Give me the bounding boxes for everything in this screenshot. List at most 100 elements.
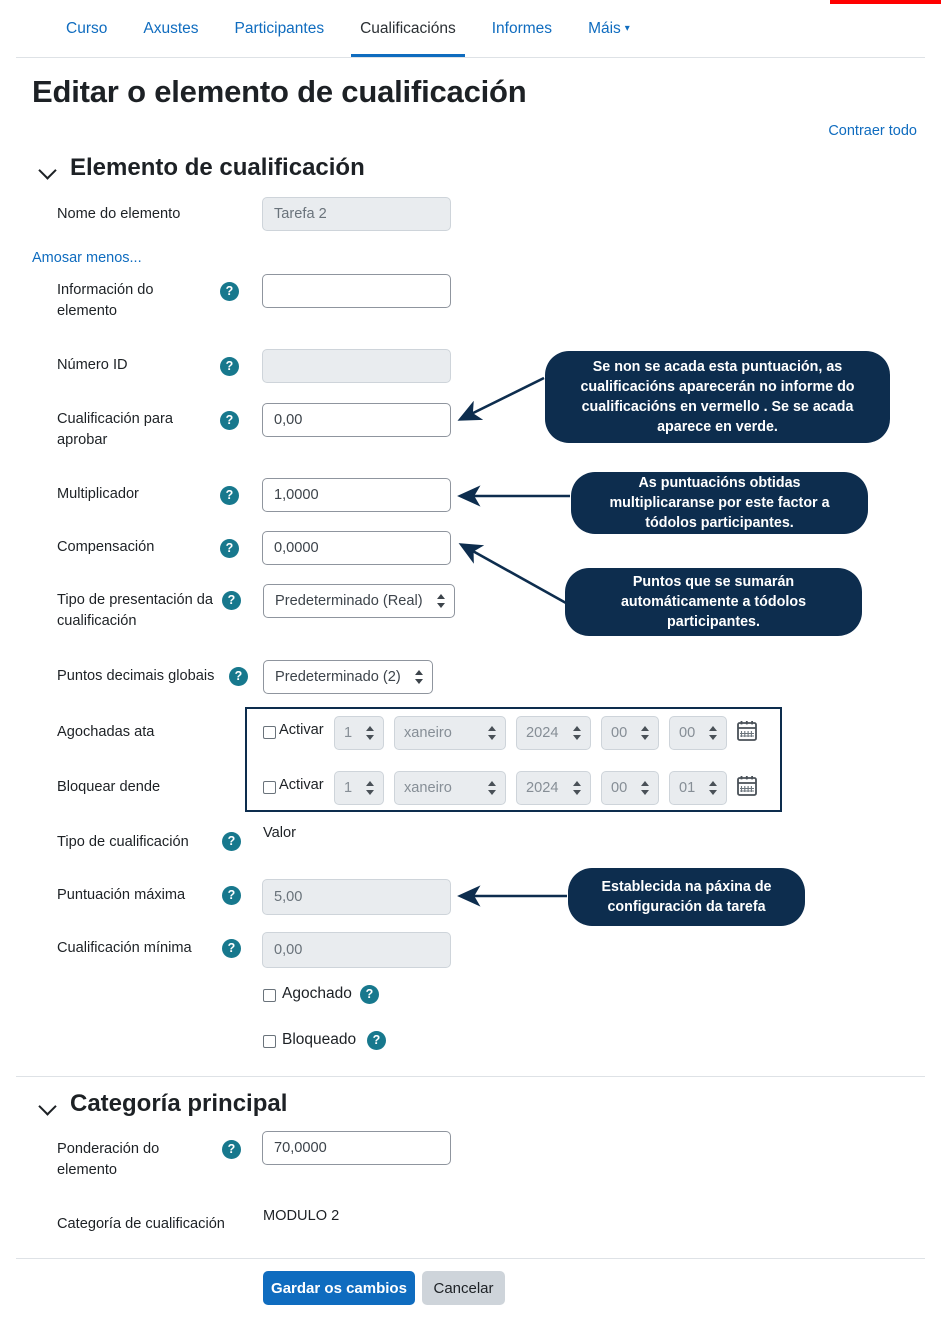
select-hidden-until-hour-value: 00 bbox=[611, 725, 628, 741]
section-grade-item-header[interactable]: Elemento de cualificación bbox=[40, 154, 365, 182]
label-locked-after-enable: Activar bbox=[279, 777, 324, 793]
checkbox-locked-after-enable[interactable] bbox=[263, 781, 276, 794]
help-icon-max-grade[interactable]: ? bbox=[222, 886, 241, 905]
nav-tab-cualificacions[interactable]: Cualificacións bbox=[342, 14, 474, 57]
help-icon-decimal-points[interactable]: ? bbox=[229, 667, 248, 686]
label-multiplicator: Multiplicador bbox=[57, 486, 139, 502]
select-locked-after-month-value: xaneiro bbox=[404, 780, 452, 796]
label-id-number: Número ID bbox=[57, 357, 128, 373]
checkbox-hidden[interactable] bbox=[263, 989, 276, 1002]
chevron-down-icon bbox=[40, 1098, 56, 1114]
select-hidden-until-month-value: xaneiro bbox=[404, 725, 452, 741]
select-hidden-until-minute[interactable]: 00 bbox=[669, 716, 727, 750]
nav-tab-participantes[interactable]: Participantes bbox=[234, 20, 325, 37]
select-display-type-value: Predeterminado (Real) bbox=[275, 593, 423, 609]
label-compensation: Compensación bbox=[57, 539, 155, 555]
select-locked-after-month[interactable]: xaneiro bbox=[394, 771, 506, 805]
nav-divider bbox=[16, 57, 925, 58]
callout-multiplicator: As puntuacións obtidas multiplicaranse p… bbox=[571, 472, 868, 534]
sort-arrows-icon bbox=[415, 670, 424, 686]
input-grade-to-pass[interactable]: 0,00 bbox=[262, 403, 451, 437]
calendar-icon[interactable] bbox=[737, 720, 757, 746]
label-max-grade: Puntuación máxima bbox=[57, 887, 186, 903]
input-id-number[interactable] bbox=[262, 349, 451, 383]
value-grade-category: MODULO 2 bbox=[263, 1208, 340, 1224]
sort-arrows-icon bbox=[437, 594, 446, 610]
collapse-all-link[interactable]: Contraer todo bbox=[828, 123, 917, 139]
sort-arrows-icon bbox=[488, 781, 497, 797]
sort-arrows-icon bbox=[641, 781, 650, 797]
calendar-icon[interactable] bbox=[737, 775, 757, 801]
label-grade-to-pass: Cualificación para aprobar bbox=[57, 411, 174, 448]
help-icon-multiplicator[interactable]: ? bbox=[220, 486, 239, 505]
checkbox-hidden-until-enable[interactable] bbox=[263, 726, 276, 739]
help-icon-locked[interactable]: ? bbox=[367, 1031, 386, 1050]
select-hidden-until-day-value: 1 bbox=[344, 725, 353, 741]
input-item-name[interactable]: Tarefa 2 bbox=[262, 197, 451, 231]
label-hidden-until: Agochadas ata bbox=[57, 724, 155, 740]
label-item-info: Información do elemento bbox=[57, 282, 154, 319]
callout-max-grade: Establecida na páxina de configuración d… bbox=[568, 868, 805, 926]
checkbox-locked[interactable] bbox=[263, 1035, 276, 1048]
label-grade-category: Categoría de cualificación bbox=[57, 1216, 225, 1232]
select-hidden-until-year[interactable]: 2024 bbox=[516, 716, 591, 750]
input-multiplicator[interactable]: 1,0000 bbox=[262, 478, 451, 512]
section-parent-category-title: Categoría principal bbox=[70, 1090, 288, 1117]
select-display-type[interactable]: Predeterminado (Real) bbox=[263, 584, 455, 618]
select-hidden-until-year-value: 2024 bbox=[526, 725, 559, 741]
help-icon-id-number[interactable]: ? bbox=[220, 357, 239, 376]
chevron-down-icon bbox=[40, 162, 56, 178]
course-navbar: Curso Axustes Participantes Cualificació… bbox=[0, 14, 941, 57]
label-item-weight: Ponderación do elemento bbox=[57, 1141, 160, 1178]
callout-grade-to-pass: Se non se acada esta puntuación, as cual… bbox=[545, 351, 890, 443]
select-hidden-until-month[interactable]: xaneiro bbox=[394, 716, 506, 750]
help-icon-grade-type[interactable]: ? bbox=[222, 832, 241, 851]
date-settings-highlight-box bbox=[245, 707, 782, 812]
save-button[interactable]: Gardar os cambios bbox=[263, 1271, 415, 1305]
select-hidden-until-day[interactable]: 1 bbox=[334, 716, 384, 750]
section-parent-category-header[interactable]: Categoría principal bbox=[40, 1090, 287, 1118]
select-hidden-until-hour[interactable]: 00 bbox=[601, 716, 659, 750]
select-hidden-until-minute-value: 00 bbox=[679, 725, 696, 741]
select-decimal-points-value: Predeterminado (2) bbox=[275, 669, 401, 685]
label-locked-after: Bloquear dende bbox=[57, 779, 161, 795]
help-icon-display-type[interactable]: ? bbox=[222, 591, 241, 610]
page-title: Editar o elemento de cualificación bbox=[32, 74, 527, 109]
input-item-weight[interactable]: 70,0000 bbox=[262, 1131, 451, 1165]
section-divider-1 bbox=[16, 1076, 925, 1077]
help-icon-compensation[interactable]: ? bbox=[220, 539, 239, 558]
select-locked-after-year[interactable]: 2024 bbox=[516, 771, 591, 805]
help-icon-grade-to-pass[interactable]: ? bbox=[220, 411, 239, 430]
select-locked-after-day[interactable]: 1 bbox=[334, 771, 384, 805]
sort-arrows-icon bbox=[709, 726, 718, 742]
nav-tab-mais[interactable]: Máis▾ bbox=[570, 14, 648, 46]
nav-tab-informes[interactable]: Informes bbox=[491, 20, 553, 37]
select-locked-after-hour[interactable]: 00 bbox=[601, 771, 659, 805]
nav-tab-axustes[interactable]: Axustes bbox=[143, 20, 199, 37]
select-locked-after-hour-value: 00 bbox=[611, 780, 628, 796]
select-locked-after-minute[interactable]: 01 bbox=[669, 771, 727, 805]
help-icon-item-info[interactable]: ? bbox=[220, 282, 239, 301]
callout-compensation: Puntos que se sumarán automáticamente a … bbox=[565, 568, 862, 636]
label-item-name: Nome do elemento bbox=[57, 206, 181, 222]
input-compensation[interactable]: 0,0000 bbox=[262, 531, 451, 565]
sort-arrows-icon bbox=[573, 726, 582, 742]
sort-arrows-icon bbox=[366, 726, 375, 742]
nav-tab-curso[interactable]: Curso bbox=[66, 20, 108, 37]
section-divider-2 bbox=[16, 1258, 925, 1259]
input-item-info[interactable] bbox=[262, 274, 451, 308]
cancel-button[interactable]: Cancelar bbox=[422, 1271, 505, 1305]
show-less-link[interactable]: Amosar menos... bbox=[32, 250, 142, 266]
label-hidden: Agochado bbox=[282, 985, 352, 1002]
top-red-bar bbox=[830, 0, 941, 4]
input-max-grade[interactable]: 5,00 bbox=[262, 879, 451, 915]
sort-arrows-icon bbox=[709, 781, 718, 797]
label-min-grade: Cualificación mínima bbox=[57, 940, 192, 956]
help-icon-min-grade[interactable]: ? bbox=[222, 939, 241, 958]
help-icon-item-weight[interactable]: ? bbox=[222, 1140, 241, 1159]
nav-tab-mais-label: Máis bbox=[588, 20, 621, 37]
chevron-down-icon: ▾ bbox=[624, 23, 630, 34]
input-min-grade[interactable]: 0,00 bbox=[262, 932, 451, 968]
select-decimal-points[interactable]: Predeterminado (2) bbox=[263, 660, 433, 694]
help-icon-hidden[interactable]: ? bbox=[360, 985, 379, 1004]
